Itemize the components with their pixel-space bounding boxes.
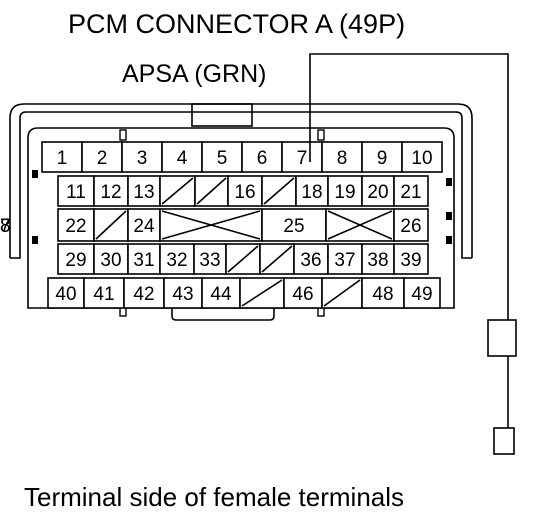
terminal-18 — [295, 175, 329, 207]
terminal-grid: 1234567891011121316181920212224252627282… — [0, 141, 443, 309]
probe-wire — [309, 53, 517, 455]
terminal-label: 10 — [411, 148, 432, 169]
terminal-43 — [163, 277, 203, 309]
terminal-label: 30 — [100, 250, 121, 271]
probe-connector-large — [487, 319, 517, 357]
terminal-label: 7 — [297, 148, 308, 169]
blank-cavity-mark — [261, 245, 293, 273]
probe-connector-small — [493, 427, 515, 455]
blank-cavity-mark — [95, 210, 127, 240]
terminal-label: 22 — [65, 216, 86, 237]
terminal-11 — [57, 175, 95, 207]
terminal-9 — [361, 141, 403, 173]
terminal-21 — [393, 175, 429, 207]
terminal-20 — [361, 175, 395, 207]
terminal-label: 2 — [97, 148, 108, 169]
terminal-label: 13 — [133, 182, 154, 203]
terminal-40 — [47, 277, 85, 309]
terminal-label: 42 — [133, 284, 154, 305]
terminal-label: 38 — [367, 250, 388, 271]
terminal-24 — [127, 208, 161, 242]
terminal-26 — [393, 208, 429, 242]
terminal-label: 32 — [166, 250, 187, 271]
diagram-title: PCM CONNECTOR A (49P) — [68, 9, 405, 39]
terminal-label: 9 — [377, 148, 388, 169]
terminal-30 — [93, 243, 129, 275]
terminal-label: 5 — [217, 148, 228, 169]
terminal-13 — [127, 175, 161, 207]
terminal-label: 12 — [100, 182, 121, 203]
terminal-label: 29 — [65, 250, 86, 271]
terminal-41 — [83, 277, 125, 309]
terminal-3 — [121, 141, 163, 173]
terminal-22 — [57, 208, 95, 242]
terminal-10 — [401, 141, 443, 173]
terminal-37 — [327, 243, 363, 275]
blank-cavity-mark — [227, 245, 259, 273]
blank-cavity-mark — [241, 279, 283, 307]
terminal-label: 37 — [334, 250, 355, 271]
connector-housing — [9, 103, 473, 321]
blank-cavity-mark — [263, 177, 295, 205]
terminal-label: 46 — [292, 284, 313, 305]
terminal-label: 24 — [133, 216, 155, 237]
wire-label: APSA (GRN) — [122, 60, 266, 88]
terminal-38 — [361, 243, 395, 275]
terminal-label: 16 — [234, 182, 255, 203]
blank-cavity-mark — [161, 177, 194, 205]
terminal-label: 11 — [66, 182, 86, 203]
terminal-label: 3 — [137, 148, 148, 169]
terminal-1 — [41, 141, 83, 173]
caption: Terminal side of female terminals — [24, 482, 404, 512]
terminal-44 — [201, 277, 241, 309]
blank-cavity-mark — [323, 279, 361, 307]
terminal-label: 27 — [0, 216, 11, 237]
terminal-label: 36 — [300, 250, 321, 271]
terminal-label: 31 — [133, 250, 154, 271]
blank-cavity-mark — [196, 177, 227, 205]
terminal-label: 4 — [177, 148, 188, 169]
terminal-36 — [293, 243, 329, 275]
terminal-33 — [193, 243, 227, 275]
terminal-49 — [403, 277, 441, 309]
terminal-label: 1 — [57, 148, 68, 169]
terminal-label: 40 — [55, 284, 76, 305]
terminal-label: 26 — [400, 216, 421, 237]
terminal-label: 39 — [400, 250, 421, 271]
terminal-39 — [393, 243, 429, 275]
terminal-29 — [57, 243, 95, 275]
blank-cavity-mark — [161, 210, 261, 240]
terminal-label: 6 — [257, 148, 268, 169]
terminal-label: 49 — [411, 284, 432, 305]
terminal-label: 18 — [301, 182, 322, 203]
terminal-label: 25 — [283, 216, 304, 237]
terminal-label: 44 — [210, 284, 232, 305]
terminal-label: 43 — [172, 284, 193, 305]
terminal-48 — [361, 277, 405, 309]
terminal-label: 28 — [0, 216, 11, 237]
terminal-label: 21 — [400, 182, 421, 203]
terminal-label: 20 — [367, 182, 388, 203]
blank-cavity-mark — [327, 210, 393, 240]
terminal-label: 48 — [372, 284, 393, 305]
terminal-label: 41 — [93, 284, 114, 305]
terminal-5 — [201, 141, 243, 173]
terminal-31 — [127, 243, 161, 275]
terminal-label: 19 — [334, 182, 355, 203]
terminal-label: 33 — [199, 250, 220, 271]
terminal-label: 8 — [337, 148, 348, 169]
